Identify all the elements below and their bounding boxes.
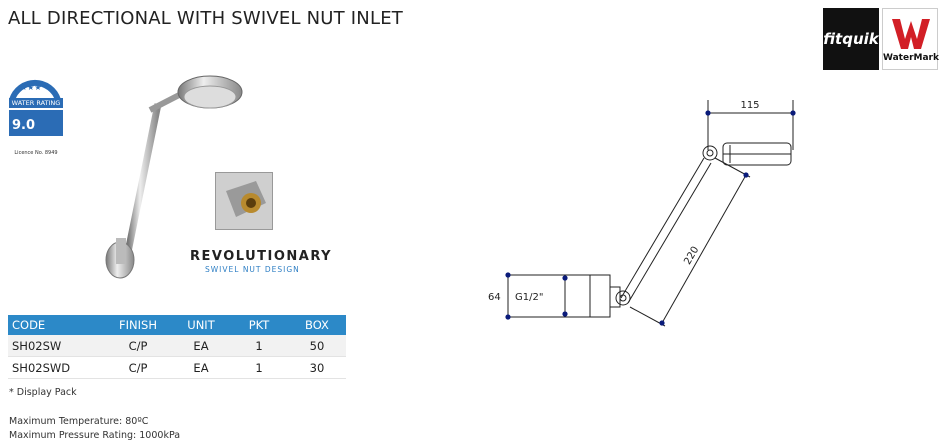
cell-pkt: 1 bbox=[230, 356, 288, 379]
col-header-finish: FINISH bbox=[104, 315, 172, 335]
watermark-text: WaterMark bbox=[883, 53, 939, 63]
star-rating-icon: ★★★ bbox=[9, 79, 61, 102]
water-rating-value: 9.0 bbox=[12, 118, 36, 133]
watermark-w-icon bbox=[892, 19, 930, 49]
max-temperature: Maximum Temperature: 80ºC bbox=[9, 416, 149, 427]
watermark-logo: WaterMark bbox=[882, 8, 939, 70]
cell-unit: EA bbox=[172, 356, 230, 379]
feature-subtitle: SWIVEL NUT DESIGN bbox=[205, 265, 300, 274]
arm-outline bbox=[620, 157, 705, 299]
spec-table: CODE FINISH UNIT PKT BOX SH02SW C/P EA 1… bbox=[8, 315, 346, 379]
thread-label: G1/2" bbox=[515, 292, 543, 303]
cell-pkt: 1 bbox=[230, 335, 288, 357]
table-row: SH02SWD C/P EA 1 30 bbox=[8, 356, 346, 379]
cell-box: 30 bbox=[288, 356, 346, 379]
svg-text:★★★: ★★★ bbox=[20, 83, 42, 92]
cell-finish: C/P bbox=[104, 335, 172, 357]
shower-product-image bbox=[105, 75, 243, 279]
cell-code: SH02SW bbox=[8, 335, 104, 357]
water-rating-label: WATER RATING bbox=[9, 98, 63, 108]
technical-drawing: 115 220 64 G1/2" bbox=[488, 100, 796, 327]
water-rating-badge: ★★★ WATER RATING 9.0 Licence No. 8949 bbox=[6, 70, 64, 168]
max-pressure: Maximum Pressure Rating: 1000kPa bbox=[9, 430, 181, 441]
wall-mount-outline bbox=[589, 274, 611, 318]
col-header-box: BOX bbox=[288, 315, 346, 335]
water-rating-box bbox=[9, 110, 63, 136]
page-title: ALL DIRECTIONAL WITH SWIVEL NUT INLET bbox=[8, 8, 403, 29]
swivel-nut-image bbox=[215, 172, 273, 230]
col-header-pkt: PKT bbox=[230, 315, 288, 335]
water-rating-licence: Licence No. 8949 bbox=[14, 150, 58, 156]
display-pack-note: * Display Pack bbox=[9, 387, 77, 398]
dim-width-label: 115 bbox=[740, 100, 759, 111]
table-row: SH02SW C/P EA 1 50 bbox=[8, 335, 346, 357]
col-header-code: CODE bbox=[8, 315, 104, 335]
fitquik-logo: fitquik bbox=[823, 8, 879, 70]
col-header-unit: UNIT bbox=[172, 315, 230, 335]
dim-markers bbox=[505, 110, 796, 326]
cell-unit: EA bbox=[172, 335, 230, 357]
cell-code: SH02SWD bbox=[8, 356, 104, 379]
table-header-row: CODE FINISH UNIT PKT BOX bbox=[8, 315, 346, 335]
cell-box: 50 bbox=[288, 335, 346, 357]
dim-height-label: 64 bbox=[488, 292, 501, 303]
dim-arm-label: 220 bbox=[682, 245, 701, 267]
swivel-nut-icon bbox=[216, 173, 272, 229]
cell-finish: C/P bbox=[104, 356, 172, 379]
feature-title: REVOLUTIONARY bbox=[190, 249, 333, 264]
